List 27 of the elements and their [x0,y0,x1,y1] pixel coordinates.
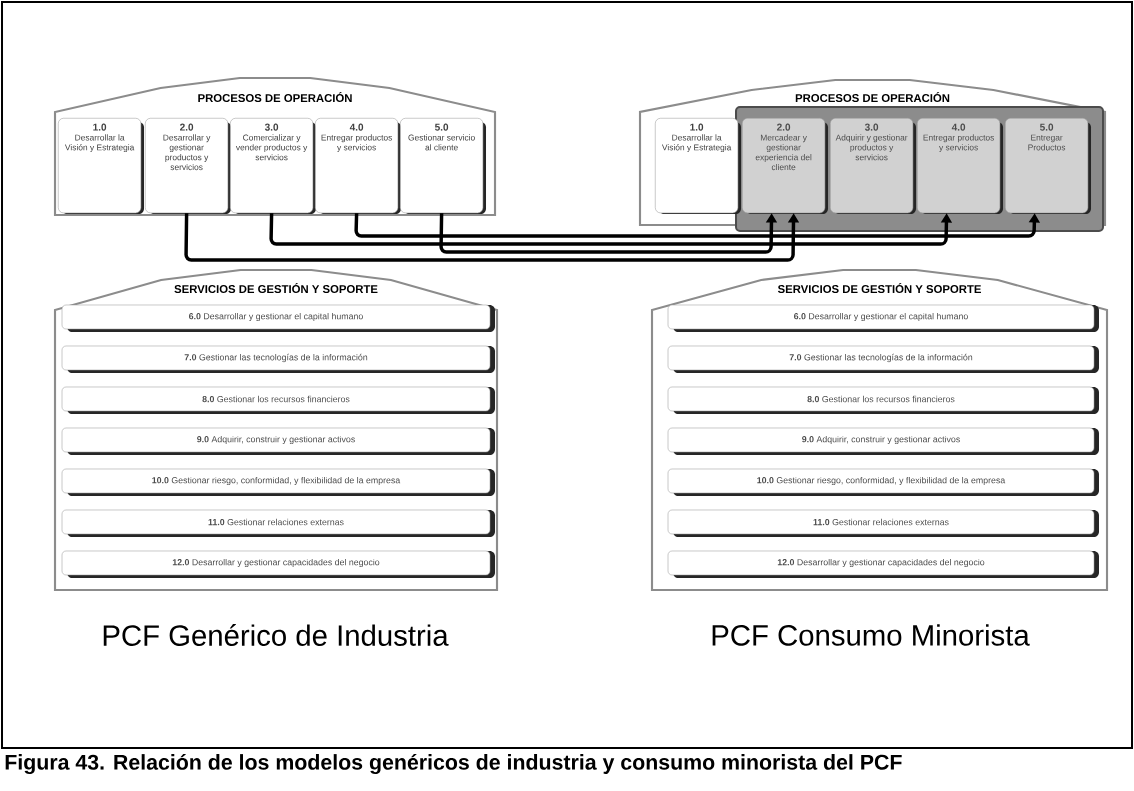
model-title: PCF Genérico de Industria [103,624,449,646]
service-bar: 8.0 Gestionar los recursos financieros [61,386,495,414]
service-bar: 8.0 Gestionar los recursos financieros [667,386,1099,414]
model-title: PCF Consumo Minorista [712,624,1030,646]
service-bar: 7.0 Gestionar las tecnologías de la información [667,345,1099,373]
service-bar: 7.0 Gestionar las tecnologías de la información [61,345,495,373]
process-box: 4.0 Entregar productos y servicios [315,118,401,214]
figure-caption: Figura 43. Relación de los modelos genéricos de industria y consumo minorista del PCF [5,753,902,775]
process-box: 1.0 Desarrollar la Visión y Estrategia [58,118,144,214]
process-box: 3.0 Adquirir y gestionar productos y servicios [830,118,916,214]
service-bar: 6.0 Desarrollar y gestionar el capital humano [61,304,495,332]
process-box: 5.0 Entregar Productos [1005,118,1091,214]
service-bar: 6.0 Desarrollar y gestionar el capital humano [667,304,1099,332]
service-bar: 9.0 Adquirir, construir y gestionar activos [61,427,495,455]
process-box: 5.0 Gestionar servicio al cliente [400,118,486,214]
service-bar: 10.0 Gestionar riesgo, conformidad, y flexibilidad de la empresa [61,468,495,496]
process-box: 4.0 Entregar productos y servicios [917,118,1003,214]
process-box: 3.0 Comercializar y vender productos y servicios [230,118,316,214]
process-box: 2.0 Desarrollar y gestionar productos y servicios [145,118,231,214]
service-bar: 9.0 Adquirir, construir y gestionar activos [667,427,1099,455]
service-bar: 10.0 Gestionar riesgo, conformidad, y flexibilidad de la empresa [667,468,1099,496]
process-box: 2.0 Mercadear y gestionar experiencia del cliente [742,118,828,214]
service-bar: 12.0 Desarrollar y gestionar capacidades del negocio [61,550,495,578]
service-bar: 12.0 Desarrollar y gestionar capacidades del negocio [667,550,1099,578]
process-box: 1.0 Desarrollar la Visión y Estrategia [655,118,741,214]
service-bar: 11.0 Gestionar relaciones externas [61,509,495,537]
service-bar: 11.0 Gestionar relaciones externas [667,509,1099,537]
